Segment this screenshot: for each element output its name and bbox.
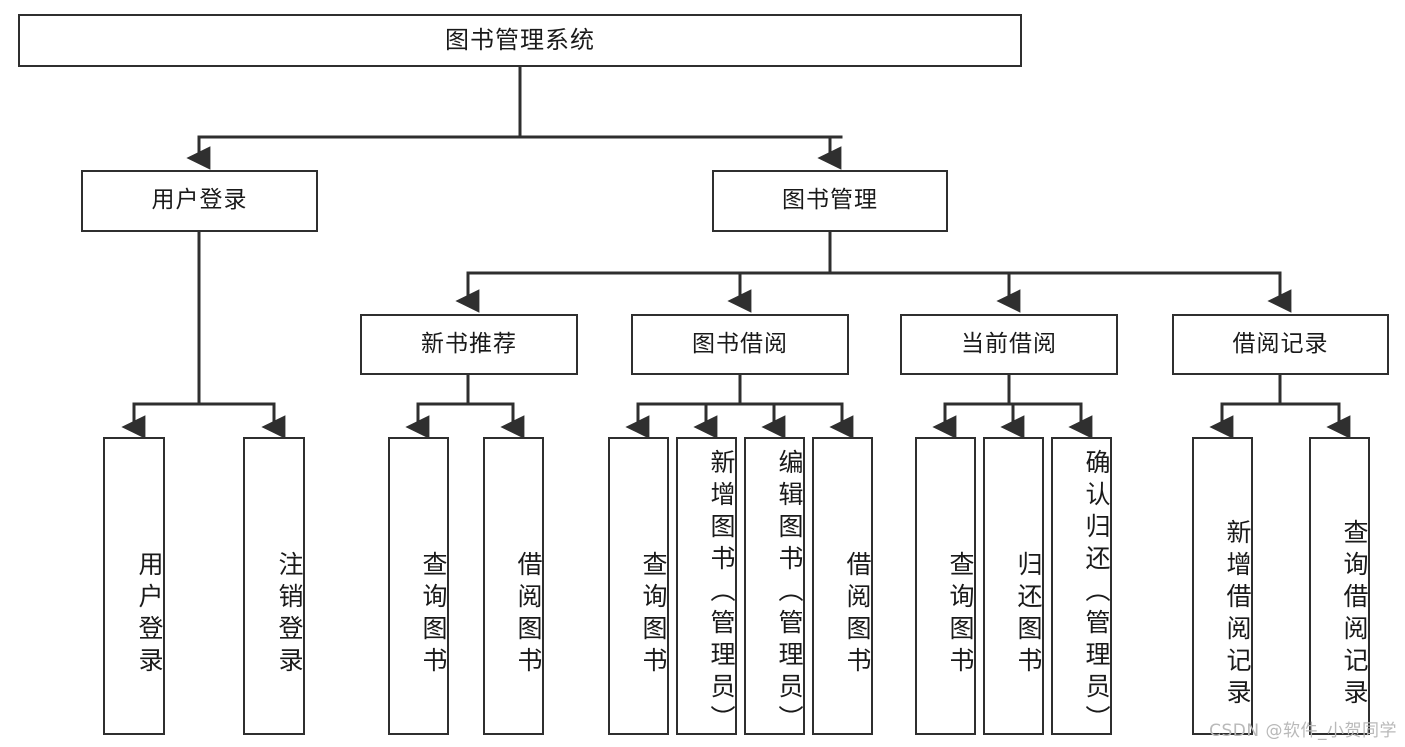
node-borrow-record[interactable]: 借阅记录 — [1172, 314, 1389, 375]
node-leaf-query-book-recommend[interactable]: 查询图书 — [388, 437, 449, 735]
node-leaf-query-book-borrow[interactable]: 查询图书 — [608, 437, 669, 735]
node-leaf-borrow-book[interactable]: 借阅图书 — [812, 437, 873, 735]
node-leaf-logout-login[interactable]: 注销登录 — [243, 437, 305, 735]
node-leaf-borrow-book-recommend[interactable]: 借阅图书 — [483, 437, 544, 735]
node-leaf-query-borrow-record[interactable]: 查询借阅记录 — [1309, 437, 1370, 735]
node-user-login[interactable]: 用户登录 — [81, 170, 318, 232]
node-leaf-query-book-current[interactable]: 查询图书 — [915, 437, 976, 735]
node-leaf-add-borrow-record[interactable]: 新增借阅记录 — [1192, 437, 1253, 735]
node-leaf-add-book-admin[interactable]: 新增图书（管理员） — [676, 437, 737, 737]
node-leaf-confirm-return-admin[interactable]: 确认归还（管理员） — [1051, 437, 1112, 737]
csdn-watermark: CSDN @软件_小贺同学 — [1209, 721, 1397, 741]
node-leaf-return-book[interactable]: 归还图书 — [983, 437, 1044, 735]
node-leaf-edit-book-admin[interactable]: 编辑图书（管理员） — [744, 437, 805, 737]
node-book-borrow[interactable]: 图书借阅 — [631, 314, 849, 375]
node-leaf-user-login[interactable]: 用户登录 — [103, 437, 165, 735]
node-current-borrow[interactable]: 当前借阅 — [900, 314, 1118, 375]
node-book-manage[interactable]: 图书管理 — [712, 170, 948, 232]
node-new-book-recommend[interactable]: 新书推荐 — [360, 314, 578, 375]
node-root-system[interactable]: 图书管理系统 — [18, 14, 1022, 67]
